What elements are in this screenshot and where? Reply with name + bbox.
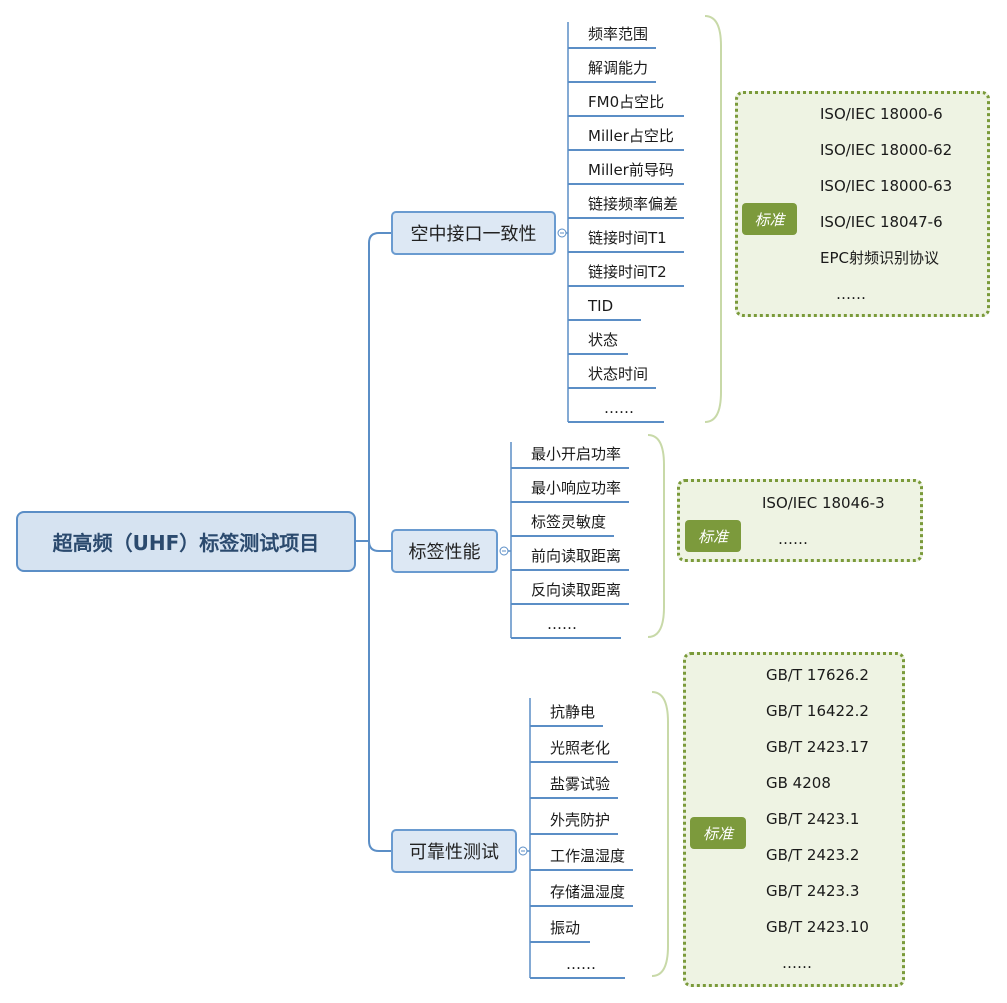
subtopic-item[interactable]: 最小开启功率 (531, 445, 622, 463)
root-branch-link-0 (368, 232, 391, 541)
branch-topic[interactable]: 标签性能 (391, 529, 498, 573)
root-branch-link-2 (368, 541, 391, 852)
standard-item[interactable]: GB/T 2423.1 (766, 810, 860, 828)
standard-item[interactable]: GB/T 2423.2 (766, 846, 860, 864)
subtopic-item[interactable]: 振动 (550, 919, 581, 937)
standard-item[interactable]: ISO/IEC 18046-3 (762, 494, 885, 512)
subtopic-item[interactable]: FM0占空比 (588, 93, 665, 111)
subtopic-item[interactable]: …… (547, 615, 577, 633)
branch-topic[interactable]: 空中接口一致性 (391, 211, 556, 255)
summary-brace (651, 691, 669, 977)
branch-topic-label: 标签性能 (408, 542, 481, 563)
subtopic-item[interactable]: 状态 (588, 331, 619, 349)
root-topic[interactable]: 超高频（UHF）标签测试项目 (16, 511, 356, 572)
subtopic-item[interactable]: 前向读取距离 (531, 547, 622, 565)
standard-item[interactable]: EPC射频识别协议 (820, 249, 939, 267)
standard-item[interactable]: …… (782, 954, 812, 972)
standard-item[interactable]: ISO/IEC 18000-6 (820, 105, 943, 123)
standard-item[interactable]: GB/T 2423.3 (766, 882, 860, 900)
standards-tag[interactable]: 标准 (685, 520, 741, 552)
standards-tag[interactable]: 标准 (742, 203, 797, 235)
root-branch-link-1 (368, 540, 391, 552)
subtopic-item[interactable]: 光照老化 (550, 739, 611, 757)
standard-item[interactable]: GB/T 17626.2 (766, 666, 869, 684)
summary-brace (704, 15, 722, 423)
summary-brace (647, 434, 665, 638)
standard-item[interactable]: ISO/IEC 18000-63 (820, 177, 953, 195)
subtopic-item[interactable]: 外壳防护 (550, 811, 611, 829)
subtopic-item[interactable]: 最小响应功率 (531, 479, 622, 497)
root-topic-label: 超高频（UHF）标签测试项目 (52, 531, 320, 555)
branch-topic-label: 空中接口一致性 (410, 224, 537, 245)
subtopic-item[interactable]: …… (604, 399, 634, 417)
subtopic-item[interactable]: TID (588, 297, 614, 315)
standard-item[interactable]: GB/T 2423.10 (766, 918, 869, 936)
standard-item[interactable]: ISO/IEC 18047-6 (820, 213, 943, 231)
standards-tag[interactable]: 标准 (690, 817, 746, 849)
subtopic-item[interactable]: 状态时间 (588, 365, 649, 383)
standard-item[interactable]: …… (836, 285, 866, 303)
branch-topic-label: 可靠性测试 (409, 842, 499, 863)
subtopic-item[interactable]: 盐雾试验 (550, 775, 611, 793)
subtopic-item[interactable]: 工作温湿度 (550, 847, 626, 865)
standard-item[interactable]: GB/T 16422.2 (766, 702, 869, 720)
subtopic-item[interactable]: 抗静电 (550, 703, 596, 721)
branch-topic[interactable]: 可靠性测试 (391, 829, 517, 873)
subtopic-item[interactable]: 链接时间T1 (588, 229, 667, 247)
subtopic-item[interactable]: 链接时间T2 (588, 263, 667, 281)
subtopic-item[interactable]: 标签灵敏度 (531, 513, 607, 531)
subtopic-item[interactable]: 频率范围 (588, 25, 649, 43)
standard-item[interactable]: …… (778, 530, 808, 548)
subtopic-item[interactable]: Miller占空比 (588, 127, 674, 145)
subtopic-item[interactable]: …… (566, 955, 596, 973)
subtopic-item[interactable]: 反向读取距离 (531, 581, 622, 599)
subtopic-item[interactable]: 链接频率偏差 (588, 195, 679, 213)
standard-item[interactable]: GB 4208 (766, 774, 831, 792)
standard-item[interactable]: GB/T 2423.17 (766, 738, 869, 756)
standard-item[interactable]: ISO/IEC 18000-62 (820, 141, 953, 159)
subtopic-item[interactable]: Miller前导码 (588, 161, 674, 179)
subtopic-item[interactable]: 解调能力 (588, 59, 649, 77)
subtopic-item[interactable]: 存储温湿度 (550, 883, 626, 901)
